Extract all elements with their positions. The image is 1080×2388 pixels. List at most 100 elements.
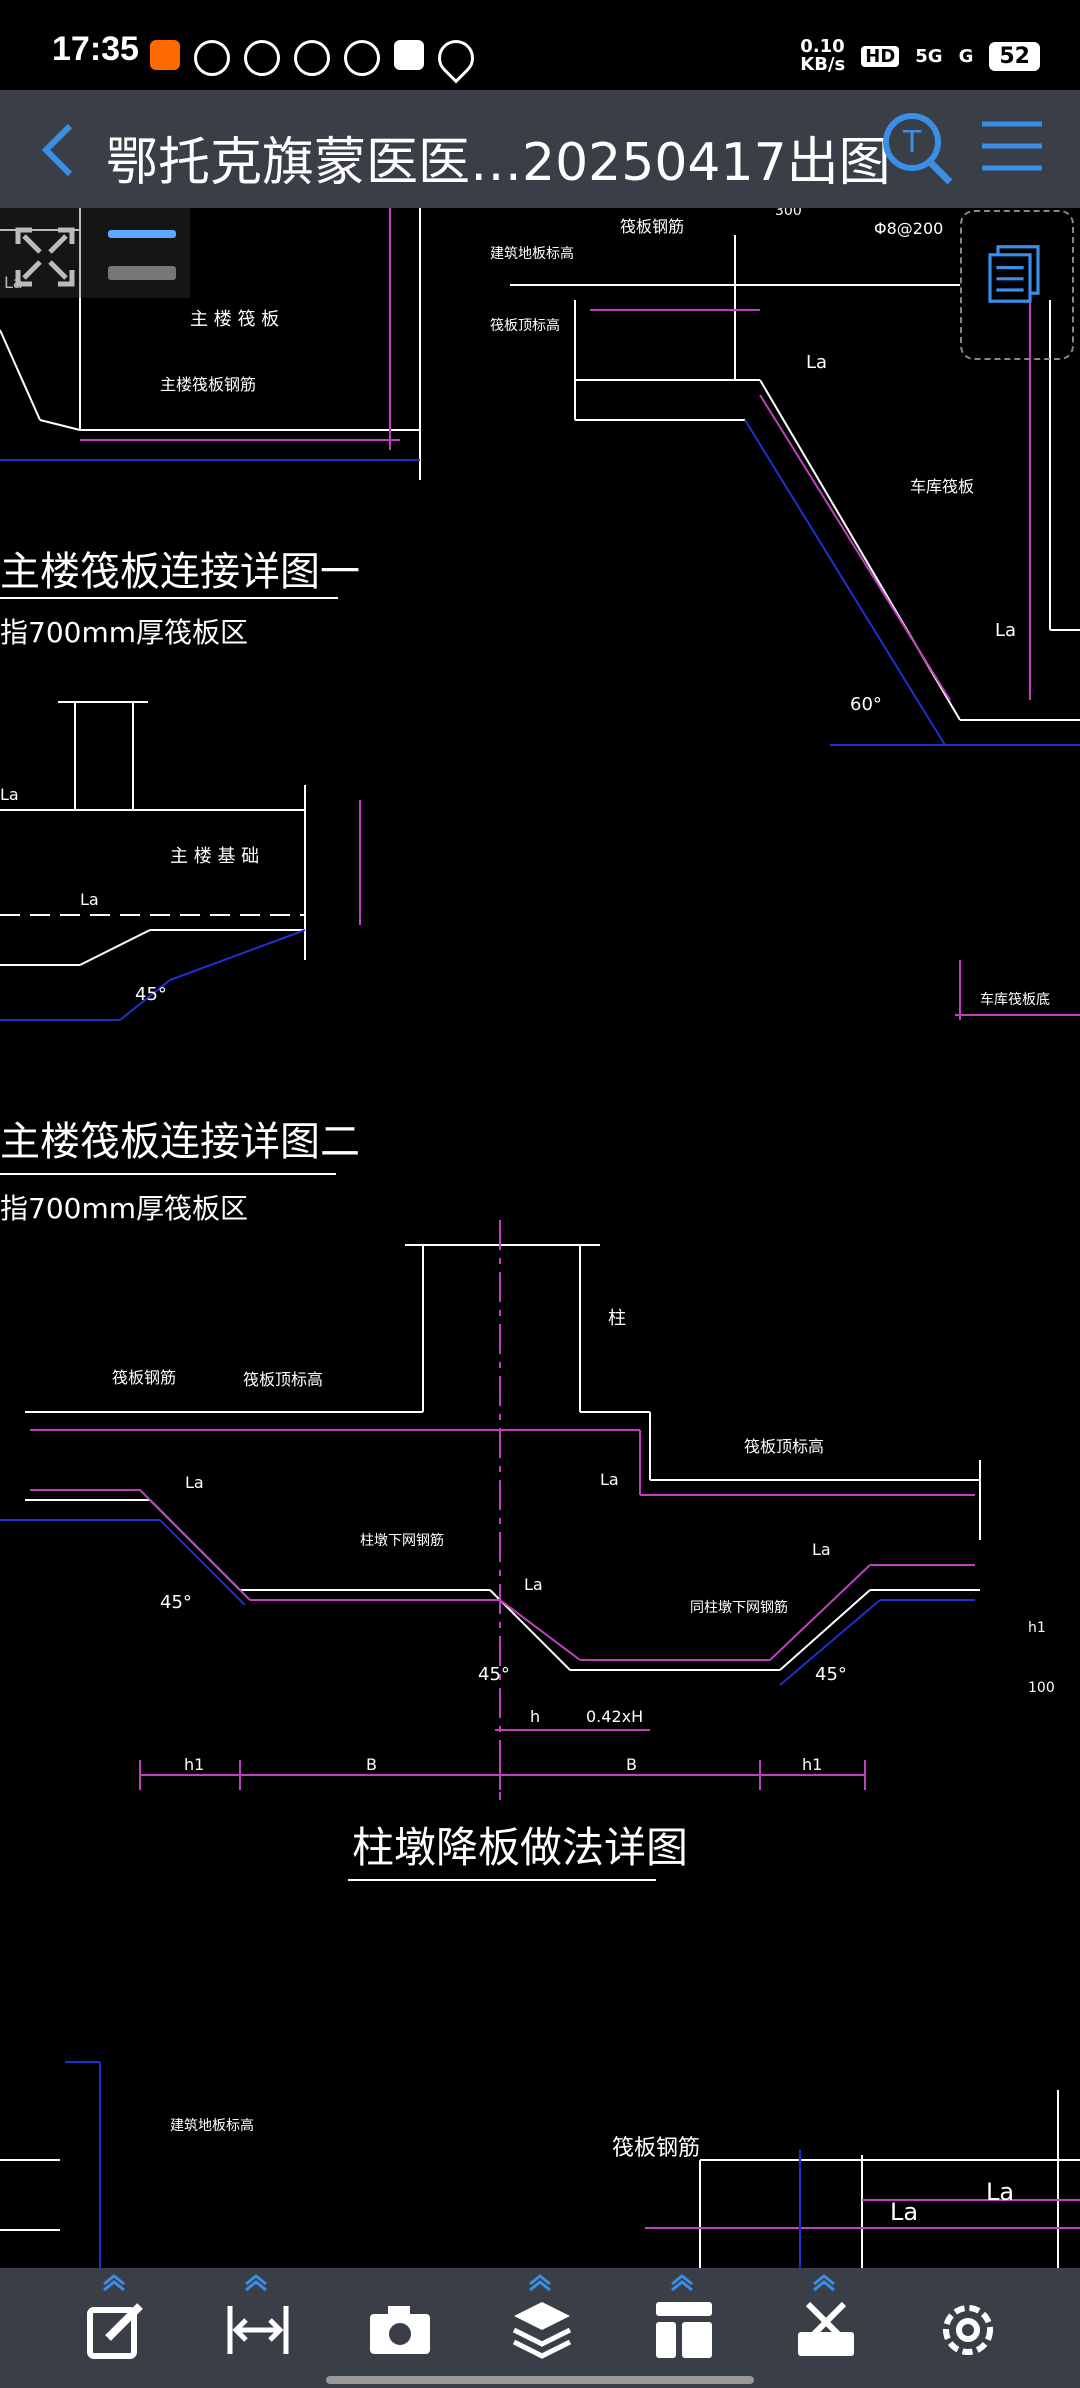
building-elev-label: 建筑地板标高	[490, 245, 574, 262]
back-arrow-icon[interactable]	[30, 120, 90, 180]
drawing-title: 鄂托克旗蒙医医…20250417出图	[106, 133, 891, 193]
color-swatch-gray[interactable]	[108, 266, 176, 280]
main-raft-rebar-label: 主楼筏板钢筋	[160, 375, 256, 394]
building-elev-label-2: 建筑地板标高	[170, 2117, 254, 2134]
la-label-2: La	[806, 352, 827, 373]
detail-subtitle-2: 指700mm厚筏板区	[0, 1192, 248, 1225]
angle-45-label-4: 45°	[815, 1664, 847, 1685]
angle-45-label-2: 45°	[160, 1592, 192, 1613]
dim-h1-left: h1	[184, 1755, 204, 1774]
message-icon	[244, 40, 280, 76]
la-label-7: La	[600, 1470, 619, 1489]
dim-300-label: 300	[775, 208, 802, 219]
garage-dim-line	[955, 960, 1080, 1020]
dimension-row	[139, 1729, 866, 1790]
clock: 17:35	[52, 30, 139, 68]
raft-rebar-label-2: 筏板钢筋	[112, 1368, 176, 1387]
detail-title-1: 主楼筏板连接详图一	[0, 549, 360, 595]
chevron-up-icon	[103, 2274, 125, 2292]
hamburger-menu-icon[interactable]	[980, 116, 1044, 176]
raft-elev-label-3: 筏板顶标高	[744, 1437, 824, 1456]
tools-icon	[798, 2301, 854, 2356]
net-speed: 0.10 KB/s	[800, 36, 846, 75]
edit-icon	[87, 2303, 143, 2359]
la-label-6: La	[185, 1473, 204, 1492]
camera-icon	[294, 40, 330, 76]
dim-h1-side: h1	[1028, 1620, 1046, 1636]
cad-drawing-canvas[interactable]: 主 楼 筏 板 主楼筏板钢筋 La 筏板钢筋 建筑地板标高 筏板顶标高 Φ8@2…	[0, 208, 1080, 2268]
h-label: h	[530, 1707, 540, 1726]
detail-top-right	[510, 235, 1080, 746]
measure-button[interactable]	[186, 2268, 326, 2388]
rebar-spec-label: Φ8@200	[874, 219, 943, 238]
garage-raft-label: 车库筏板	[910, 477, 974, 496]
chevron-up-icon	[245, 2274, 267, 2292]
column-label: 柱	[608, 1308, 626, 1329]
angle-60-label: 60°	[850, 694, 882, 715]
header-bar: 鄂托克旗蒙医医…20250417出图 T	[0, 90, 1080, 208]
same-col-rebar-label: 同柱墩下网钢筋	[690, 1599, 788, 1616]
camera-button[interactable]	[328, 2268, 468, 2388]
raft-elev-label-2: 筏板顶标高	[243, 1370, 323, 1389]
formula-label: 0.42xH	[586, 1707, 643, 1726]
tools-button[interactable]	[754, 2268, 894, 2388]
raft-rebar-label-3: 筏板钢筋	[612, 2136, 700, 2161]
main-raft-label: 主 楼 筏 板	[190, 309, 279, 330]
garage-raft-bot-label: 车库筏板底	[980, 991, 1050, 1008]
app-icon	[150, 40, 180, 70]
col-bottom-rebar-label: 柱墩下网钢筋	[360, 1532, 444, 1549]
detail-title-3: 柱墩降板做法详图	[352, 1823, 688, 1872]
dim-h1-right: h1	[802, 1755, 822, 1774]
la-label-8: La	[524, 1575, 543, 1594]
chevron-up-icon	[813, 2274, 835, 2292]
chevron-up-icon	[671, 2274, 693, 2292]
la-label-10: La	[890, 2198, 918, 2226]
settings-icon	[943, 2305, 993, 2355]
angle-45-label-3: 45°	[478, 1664, 510, 1685]
layers-icon	[512, 2302, 572, 2359]
dim-b-right: B	[626, 1755, 637, 1774]
detail-middle	[0, 701, 361, 1021]
layout-icon	[656, 2302, 712, 2358]
notification-icons	[150, 32, 482, 84]
layout-switch-button[interactable]	[960, 210, 1074, 360]
dim-100-label: 100	[1028, 1680, 1055, 1696]
camera-icon	[370, 2306, 430, 2354]
raft-rebar-label: 筏板钢筋	[620, 217, 684, 236]
status-bar: 17:35 0.10 KB/s HD 5G G 52	[0, 0, 1080, 90]
status-right: 0.10 KB/s HD 5G G 52	[800, 38, 1040, 74]
detail-bottom	[0, 2061, 1080, 2268]
detail-column-pedestal	[0, 1220, 981, 1800]
chevron-up-icon	[529, 2274, 551, 2292]
layers-button[interactable]	[470, 2268, 610, 2388]
weibo-icon	[344, 40, 380, 76]
stacked-pages-icon	[988, 245, 1040, 303]
measure-icon	[227, 2306, 289, 2354]
pay-icon	[394, 40, 424, 70]
signal-5g: 5G	[915, 45, 943, 67]
edit-button[interactable]	[44, 2268, 184, 2388]
fullscreen-toggle-icon[interactable]	[14, 226, 76, 288]
raft-elev-label: 筏板顶标高	[490, 317, 560, 334]
hd-badge: HD	[861, 45, 900, 67]
location-icon	[430, 32, 482, 84]
detail-subtitle-1: 指700mm厚筏板区	[0, 616, 248, 649]
main-foundation-label: 主 楼 基 础	[170, 846, 259, 867]
settings-button[interactable]	[896, 2268, 1036, 2388]
detail-top-left	[0, 208, 421, 480]
svg-text:T: T	[902, 125, 922, 160]
home-indicator[interactable]	[326, 2376, 754, 2384]
la-label-3: La	[995, 620, 1016, 641]
layout-button[interactable]	[612, 2268, 752, 2388]
dim-b-left: B	[366, 1755, 377, 1774]
signal-g: G	[958, 45, 974, 67]
la-label-5: La	[0, 785, 19, 804]
la-label-11: La	[986, 2178, 1014, 2206]
la-label-9: La	[812, 1540, 831, 1559]
text-search-icon[interactable]: T	[880, 110, 956, 186]
angle-45-label: 45°	[135, 984, 167, 1005]
battery-indicator: 52	[989, 41, 1040, 71]
la-label-4: La	[80, 890, 99, 909]
detail-title-2: 主楼筏板连接详图二	[0, 1119, 360, 1165]
color-swatch-blue[interactable]	[108, 230, 176, 238]
